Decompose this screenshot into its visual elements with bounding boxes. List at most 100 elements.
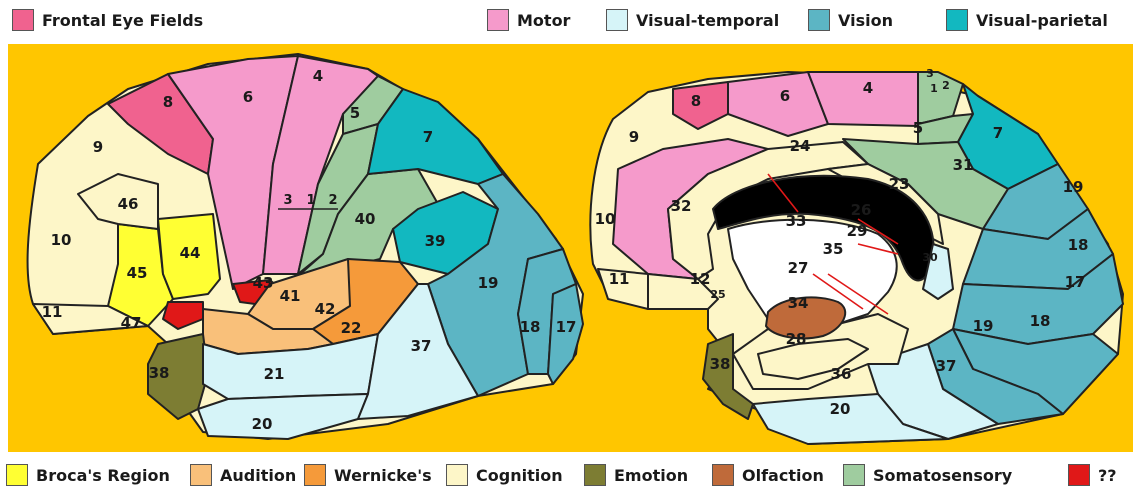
legend-swatch xyxy=(606,9,628,31)
label-27-medial: 27 xyxy=(788,259,809,277)
label-2-medial: 2 xyxy=(942,79,950,92)
legend-item-visual-temporal: Visual-temporal xyxy=(606,9,779,31)
legend-swatch xyxy=(1068,464,1090,486)
legend-label: Cognition xyxy=(476,466,563,485)
label-29-medial: 29 xyxy=(847,222,868,240)
legend-swatch xyxy=(584,464,606,486)
legend-item-olfaction: Olfaction xyxy=(712,464,824,486)
label-33-medial: 33 xyxy=(786,212,807,230)
label-41-lateral: 41 xyxy=(280,287,301,305)
label-37-medial: 37 xyxy=(936,357,957,375)
label-43-lateral: 43 xyxy=(253,274,274,292)
legend-label: Olfaction xyxy=(742,466,824,485)
label-19-lateral: 19 xyxy=(478,274,499,292)
label-22-lateral: 22 xyxy=(341,319,362,337)
label-17-lateral: 17 xyxy=(556,318,577,336)
medial-brain-view xyxy=(590,72,1123,444)
label-35-medial: 35 xyxy=(823,240,844,258)
label-45-lateral: 45 xyxy=(127,264,148,282)
label-32-medial: 32 xyxy=(671,197,692,215)
legend-label: Frontal Eye Fields xyxy=(42,11,203,30)
label-42-lateral: 42 xyxy=(315,300,336,318)
label-7-medial: 7 xyxy=(993,124,1003,142)
label-10-medial: 10 xyxy=(595,210,616,228)
area-20-lateral xyxy=(198,394,368,439)
label-2-lateral: 2 xyxy=(328,193,337,208)
legend-item-brocas-region: Broca's Region xyxy=(6,464,170,486)
label-5-lateral: 5 xyxy=(350,104,360,122)
brain-diagram-panel: 8 6 4 5 7 9 46 10 3 1 2 40 39 45 44 43 4… xyxy=(8,44,1133,452)
label-34-medial: 34 xyxy=(788,294,809,312)
legend-item-visual-parietal: Visual-parietal xyxy=(946,9,1108,31)
label-31-medial: 31 xyxy=(953,156,974,174)
label-4-lateral: 4 xyxy=(313,67,323,85)
legend-item-cognition: Cognition xyxy=(446,464,563,486)
label-4-medial: 4 xyxy=(863,79,873,97)
legend-swatch xyxy=(843,464,865,486)
label-21-lateral: 21 xyxy=(264,365,285,383)
label-44-lateral: 44 xyxy=(180,244,201,262)
legend-label: Broca's Region xyxy=(36,466,170,485)
legend-swatch xyxy=(304,464,326,486)
brain-diagram: 8 6 4 5 7 9 46 10 3 1 2 40 39 45 44 43 4… xyxy=(8,44,1133,452)
label-10-lateral: 10 xyxy=(51,231,72,249)
legend-item-vision: Vision xyxy=(808,9,893,31)
label-20-lateral: 20 xyxy=(252,415,273,433)
legend-label: Visual-parietal xyxy=(976,11,1108,30)
label-47-lateral: 47 xyxy=(121,314,142,332)
label-11-medial: 11 xyxy=(609,270,630,288)
label-11-lateral: 11 xyxy=(42,303,63,321)
legend-swatch xyxy=(808,9,830,31)
legend-item-emotion: Emotion xyxy=(584,464,688,486)
label-19-medial-lower: 19 xyxy=(973,317,994,335)
lateral-brain-view xyxy=(28,54,583,439)
label-3-medial: 3 xyxy=(926,67,934,80)
label-9-lateral: 9 xyxy=(93,138,103,156)
label-8-lateral: 8 xyxy=(163,93,173,111)
legend-swatch xyxy=(190,464,212,486)
legend-label: ?? xyxy=(1098,466,1117,485)
label-1-lateral: 1 xyxy=(306,193,315,208)
legend-label: Wernicke's xyxy=(334,466,432,485)
label-7-lateral: 7 xyxy=(423,128,433,146)
label-18-medial-lower: 18 xyxy=(1030,312,1051,330)
legend-label: Emotion xyxy=(614,466,688,485)
label-19-medial-upper: 19 xyxy=(1063,178,1084,196)
label-20-medial: 20 xyxy=(830,400,851,418)
label-12-medial: 12 xyxy=(690,270,711,288)
label-46-lateral: 46 xyxy=(118,195,139,213)
label-26-medial: 26 xyxy=(851,201,872,219)
label-5-medial: 5 xyxy=(913,119,923,137)
legend-item-motor: Motor xyxy=(487,9,570,31)
legend-item-somatosensory: Somatosensory xyxy=(843,464,1012,486)
label-39-lateral: 39 xyxy=(425,232,446,250)
label-30-medial: 30 xyxy=(922,251,938,264)
label-3-lateral: 3 xyxy=(283,193,292,208)
label-23-medial: 23 xyxy=(889,175,910,193)
legend-item-unknown: ?? xyxy=(1068,464,1117,486)
legend-swatch xyxy=(946,9,968,31)
label-40-lateral: 40 xyxy=(355,210,376,228)
label-6-lateral: 6 xyxy=(243,88,253,106)
legend-item-audition: Audition xyxy=(190,464,296,486)
legend-label: Audition xyxy=(220,466,296,485)
label-1-medial: 1 xyxy=(930,82,938,95)
label-6-medial: 6 xyxy=(780,87,790,105)
legend-bottom: Broca's Region Audition Wernicke's Cogni… xyxy=(0,458,1141,491)
label-18-medial-upper: 18 xyxy=(1068,236,1089,254)
label-37-lateral: 37 xyxy=(411,337,432,355)
label-24-medial: 24 xyxy=(790,137,811,155)
legend-item-wernickes: Wernicke's xyxy=(304,464,432,486)
label-17-medial: 17 xyxy=(1065,273,1086,291)
label-28-medial: 28 xyxy=(786,330,807,348)
label-38-lateral: 38 xyxy=(149,364,170,382)
legend-label: Somatosensory xyxy=(873,466,1012,485)
legend-item-frontal-eye-fields: Frontal Eye Fields xyxy=(12,9,203,31)
legend-top: Frontal Eye Fields Motor Visual-temporal… xyxy=(0,0,1141,40)
label-9-medial: 9 xyxy=(629,128,639,146)
label-38-medial: 38 xyxy=(710,355,731,373)
legend-swatch xyxy=(6,464,28,486)
label-25-medial: 25 xyxy=(710,288,725,301)
label-36-medial: 36 xyxy=(831,365,852,383)
legend-label: Vision xyxy=(838,11,893,30)
